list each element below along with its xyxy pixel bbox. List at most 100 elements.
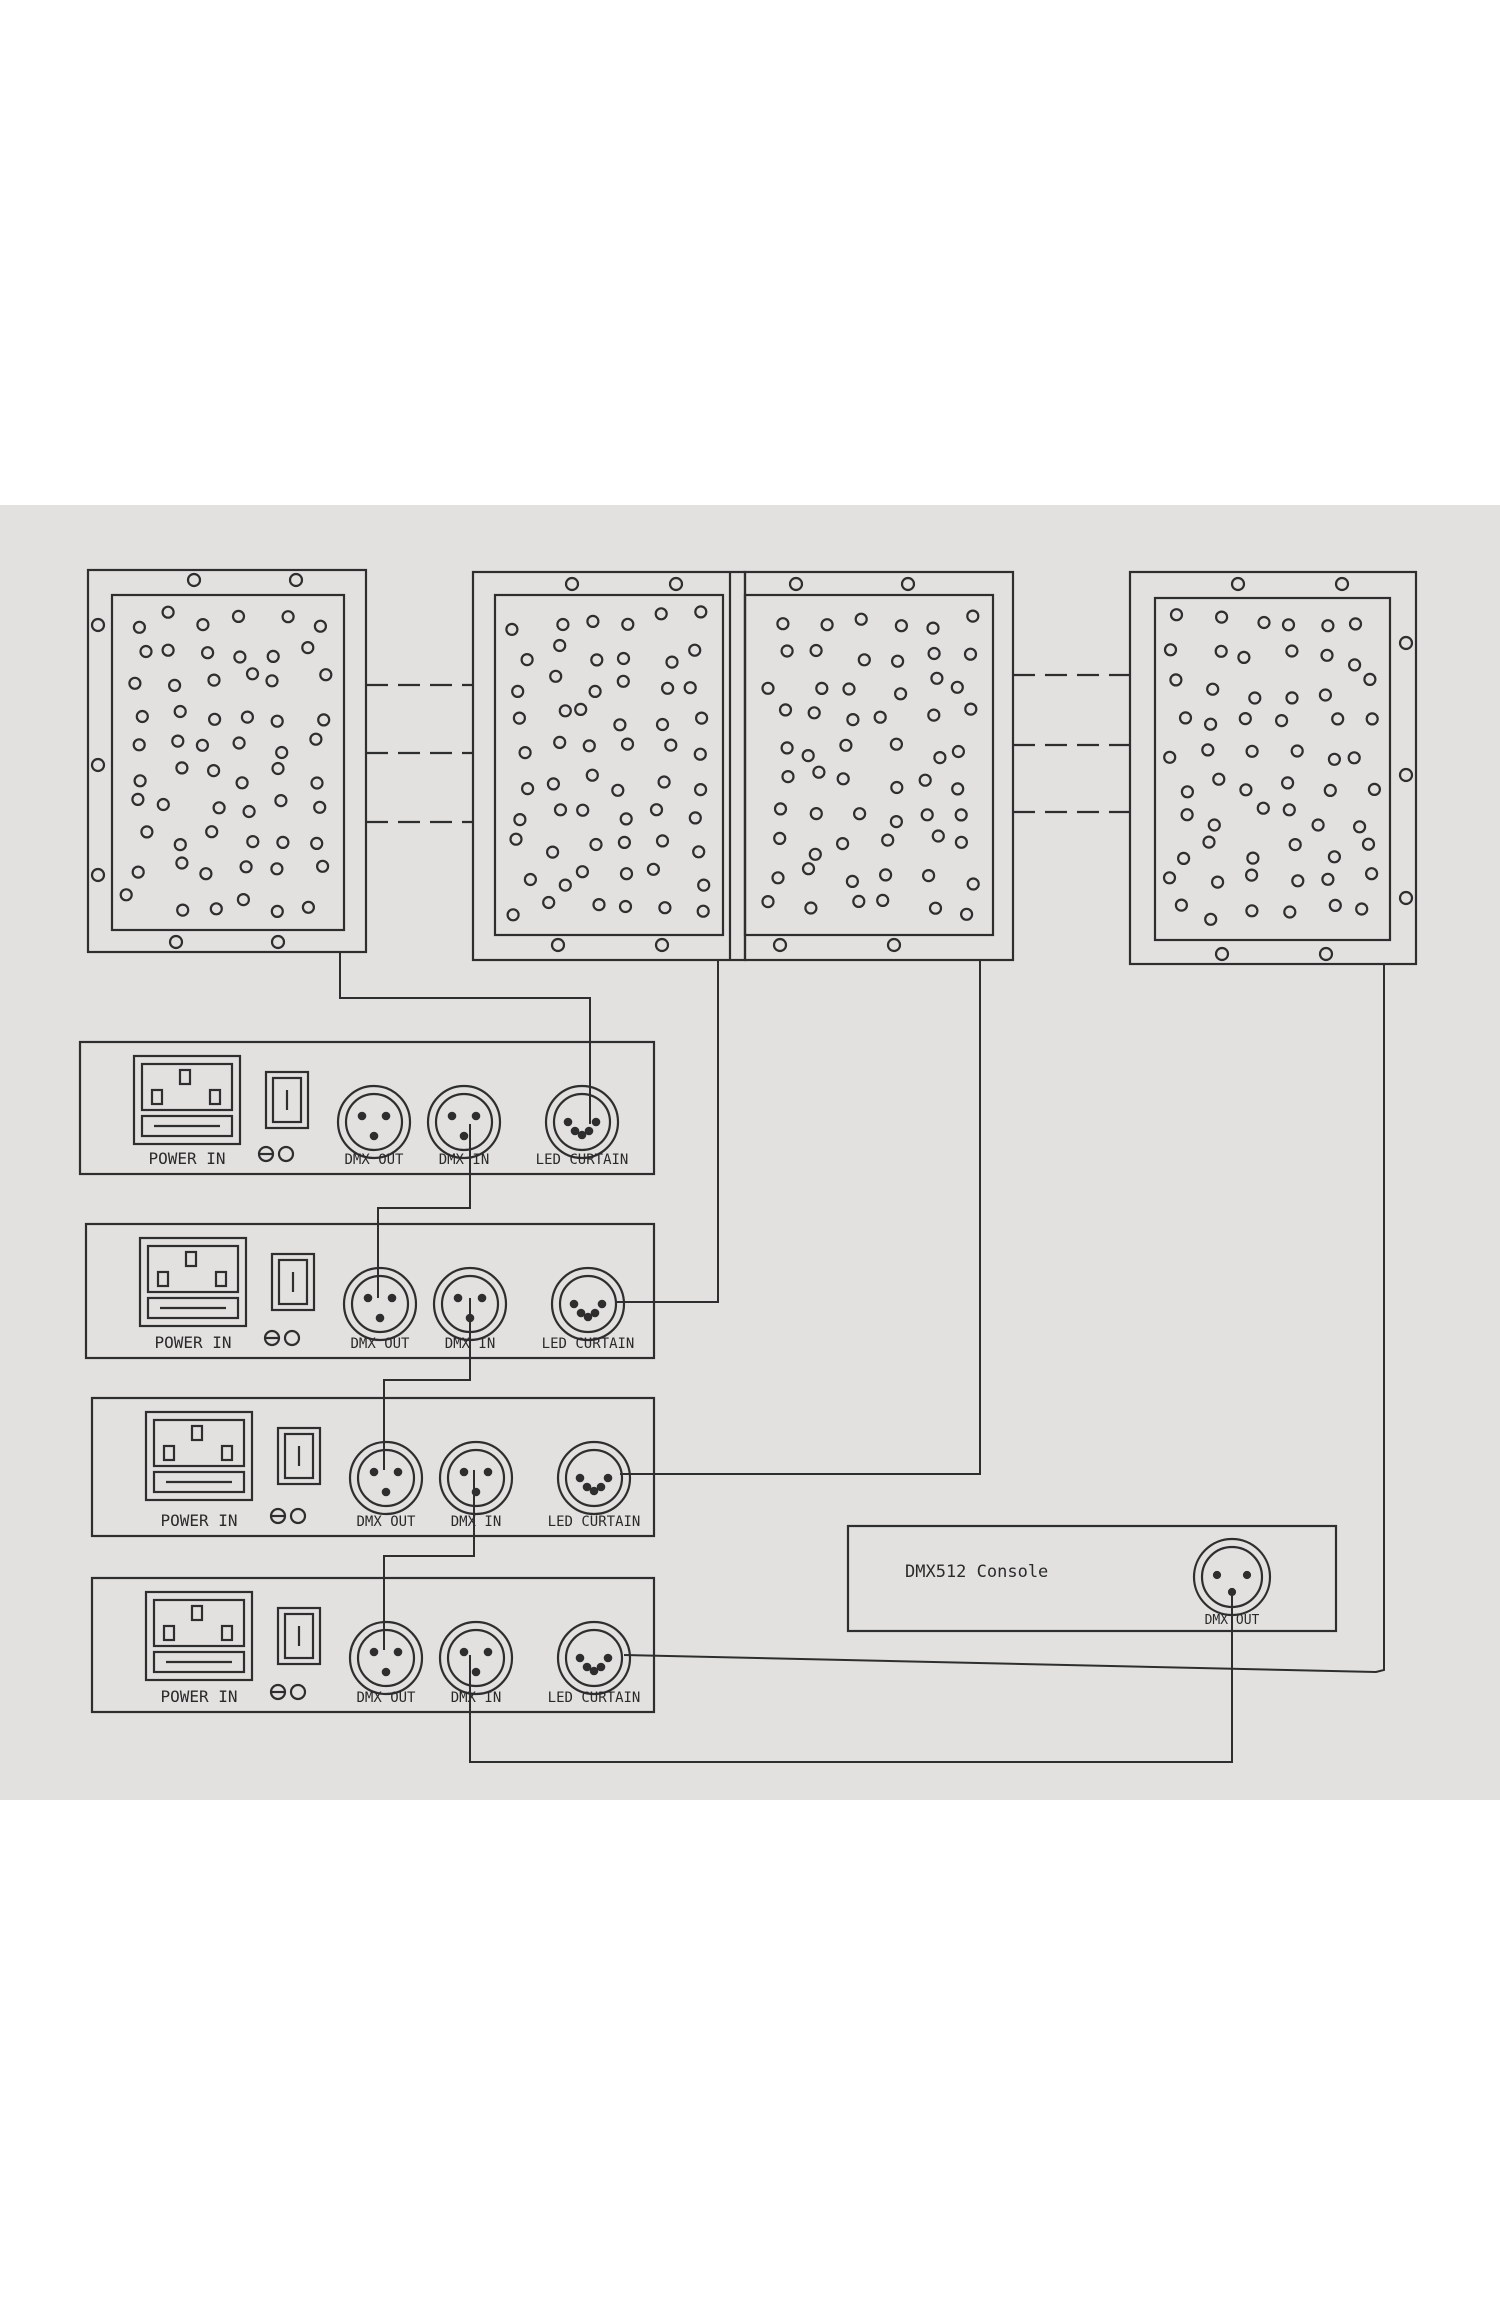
- led-dot: [281, 610, 295, 624]
- led-dot: [199, 867, 213, 881]
- power-switch-icon[interactable]: [270, 1252, 316, 1312]
- led-dot: [274, 793, 288, 808]
- led-dot: [1282, 803, 1296, 817]
- led-dot: [270, 904, 284, 919]
- led-dot: [1352, 820, 1367, 834]
- led-dot: [781, 769, 795, 784]
- cable-dmxin3-dmxout4: [383, 1470, 475, 1650]
- led-dot: [1204, 912, 1218, 926]
- led-dot: [773, 831, 787, 846]
- led-dot: [176, 903, 190, 917]
- led-dot: [878, 868, 893, 882]
- led-curtain-connector[interactable]: [544, 1084, 620, 1160]
- led-dot: [926, 621, 940, 635]
- led-dot: [815, 681, 829, 696]
- led-curtain-connector-label: LED CURTAIN: [548, 1514, 641, 1530]
- power-socket-icon[interactable]: [144, 1410, 254, 1502]
- led-dot: [207, 763, 221, 778]
- led-dot: [1180, 808, 1194, 822]
- led-dot: [316, 859, 330, 873]
- led-dot: [894, 619, 909, 633]
- led-dot: [776, 617, 790, 631]
- led-dot: [619, 812, 633, 826]
- led-dot: [242, 804, 256, 819]
- led-dot: [171, 734, 185, 748]
- led-dot: [927, 708, 941, 722]
- led-dot: [271, 761, 285, 776]
- power-switch-icon[interactable]: [264, 1070, 310, 1130]
- led-dot: [1239, 783, 1253, 797]
- led-dot: [920, 808, 934, 822]
- led-dot: [655, 834, 670, 848]
- led-dot: [694, 605, 708, 619]
- power-in-label: POWER IN: [160, 1511, 237, 1530]
- led-dot: [1291, 874, 1305, 888]
- led-dot: [692, 845, 706, 859]
- led-dot: [1214, 644, 1228, 658]
- led-dot: [889, 814, 904, 829]
- led-dot: [1203, 717, 1218, 731]
- dmx-out-connector[interactable]: [336, 1084, 412, 1160]
- cable-dmxin1-dmxout2: [377, 1124, 471, 1298]
- led-dot: [807, 706, 821, 720]
- led-dot: [1320, 648, 1334, 662]
- led-panel-3: [743, 570, 1015, 962]
- led-dot: [931, 829, 945, 843]
- led-dot: [1163, 750, 1177, 764]
- led-curtain-connector[interactable]: [556, 1440, 632, 1516]
- led-dot: [542, 895, 556, 910]
- power-switch-icon[interactable]: [276, 1426, 322, 1486]
- led-dot: [586, 614, 600, 629]
- led-dot: [301, 900, 315, 914]
- led-dot: [778, 703, 793, 717]
- led-dot: [1361, 837, 1376, 851]
- led-dot: [1163, 643, 1178, 657]
- led-dot: [1244, 868, 1259, 882]
- console-title: DMX512 Console: [905, 1562, 1048, 1582]
- panel-3-leds: [761, 609, 980, 921]
- dmx-in-connector[interactable]: [426, 1084, 502, 1160]
- led-dot: [1237, 650, 1251, 665]
- led-dot: [618, 899, 633, 914]
- led-dot: [808, 847, 822, 861]
- led-dot: [1178, 711, 1193, 725]
- power-in-label: POWER IN: [148, 1149, 225, 1168]
- led-dot: [276, 835, 290, 850]
- panel-link-dashes: [366, 673, 1130, 824]
- led-dot: [1311, 818, 1325, 832]
- led-dot: [1318, 688, 1333, 702]
- led-dot: [1347, 751, 1361, 765]
- led-dot: [820, 618, 834, 632]
- led-dot: [585, 768, 599, 782]
- led-dot: [140, 825, 154, 839]
- dmx-out-connector[interactable]: [348, 1440, 424, 1516]
- dmx-out-connector[interactable]: [348, 1620, 424, 1696]
- dmx-in-connector[interactable]: [438, 1620, 514, 1696]
- led-curtain-connector[interactable]: [550, 1266, 626, 1342]
- dmx-out-connector-label: DMX OUT: [344, 1152, 404, 1168]
- led-dot: [1180, 785, 1195, 799]
- power-socket-icon[interactable]: [144, 1590, 254, 1682]
- led-dot: [575, 865, 590, 879]
- led-dot: [780, 644, 794, 658]
- led-dot: [511, 684, 525, 699]
- led-dot: [545, 845, 560, 859]
- led-curtain-connector[interactable]: [556, 1620, 632, 1696]
- power-socket-icon[interactable]: [132, 1054, 242, 1146]
- power-switch-icon[interactable]: [276, 1606, 322, 1666]
- led-dot: [1364, 867, 1379, 881]
- dmx-in-connector[interactable]: [438, 1440, 514, 1516]
- power-in-label: POWER IN: [154, 1333, 231, 1352]
- dmx-out-connector[interactable]: [342, 1266, 418, 1342]
- led-dot: [1285, 691, 1299, 705]
- led-dot: [771, 871, 785, 885]
- power-socket-icon[interactable]: [138, 1236, 248, 1328]
- led-dot: [265, 674, 279, 688]
- led-dot: [208, 712, 222, 726]
- led-dot: [556, 617, 570, 632]
- led-dot: [1321, 619, 1335, 633]
- ground-fuse-symbol-icon: [269, 1507, 307, 1525]
- panel-4-mount-holes: [1214, 576, 1414, 962]
- led-dot: [1327, 850, 1342, 864]
